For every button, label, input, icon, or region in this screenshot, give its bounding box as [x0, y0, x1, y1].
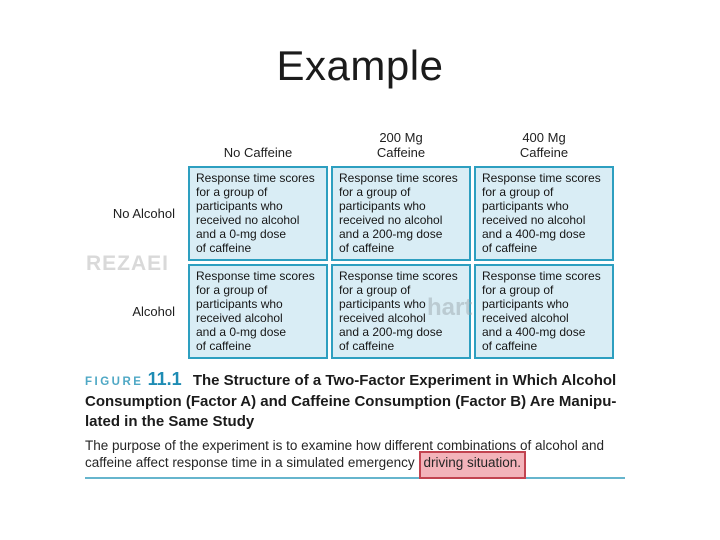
- slide-title: Example: [276, 42, 444, 89]
- figure-number: 11.1: [147, 369, 182, 389]
- body-line-1: The purpose of the experiment is to exam…: [85, 438, 605, 453]
- caption-line-1: The Structure of a Two-Factor Experiment…: [192, 372, 617, 389]
- cell-alcohol-200mg: Response time scores for a group of part…: [331, 264, 471, 359]
- cell-no-alcohol-200mg: Response time scores for a group of part…: [331, 166, 471, 261]
- column-header-no-caffeine: No Caffeine: [223, 144, 293, 160]
- cell-no-alcohol-400mg: Response time scores for a group of part…: [474, 166, 614, 261]
- figure-bottom-rule: [85, 477, 625, 479]
- cell-alcohol-400mg: Response time scores for a group of part…: [474, 264, 614, 359]
- figure-body-text: The purpose of the experiment is to exam…: [85, 437, 625, 479]
- column-headers: No Caffeine 200 Mg Caffeine 400 Mg Caffe…: [188, 122, 625, 166]
- figure-label: FIGURE: [85, 376, 144, 388]
- row-header-alcohol: Alcohol: [132, 304, 175, 319]
- caption-line-3: lated in the Same Study: [85, 413, 255, 430]
- row-header-no-alcohol: No Alcohol: [112, 206, 175, 221]
- body-line-2: caffeine affect response time in a simul…: [85, 451, 625, 479]
- column-header-200mg-caffeine: 200 Mg Caffeine: [376, 130, 426, 160]
- body-line-2-text: caffeine affect response time in a simul…: [85, 455, 419, 470]
- highlight-box: driving situation.: [419, 451, 526, 479]
- figure-11-1: No Caffeine 200 Mg Caffeine 400 Mg Caffe…: [85, 122, 625, 479]
- caption-line-2: Consumption (Factor A) and Caffeine Cons…: [85, 393, 617, 410]
- table-row-alcohol: Alcohol Response time scores for a group…: [85, 264, 625, 359]
- cell-no-alcohol-no-caffeine: Response time scores for a group of part…: [188, 166, 328, 261]
- table-row-no-alcohol: No Alcohol Response time scores for a gr…: [85, 166, 625, 261]
- cell-alcohol-no-caffeine: Response time scores for a group of part…: [188, 264, 328, 359]
- column-header-400mg-caffeine: 400 Mg Caffeine: [519, 130, 569, 160]
- figure-caption: FIGURE 11.1 The Structure of a Two-Facto…: [85, 369, 625, 432]
